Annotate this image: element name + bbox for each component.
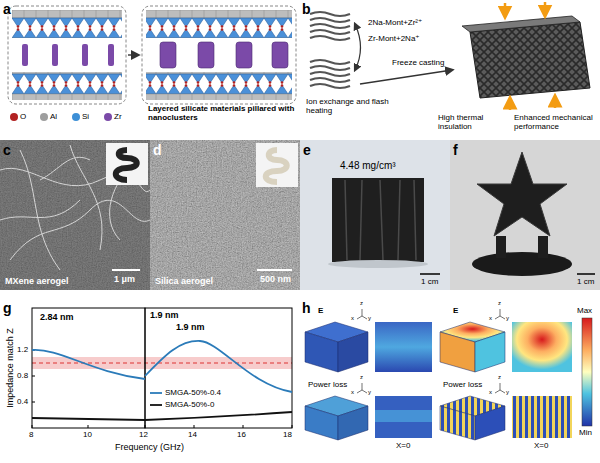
- scale-label: 1 cm: [421, 277, 438, 286]
- panel-letter: g: [3, 300, 12, 316]
- axis-letter: x: [351, 389, 354, 396]
- tick-label: 18: [283, 430, 292, 439]
- scale-label: 1 cm: [577, 277, 594, 286]
- colorbar-label: Min: [579, 428, 592, 437]
- legend-swatch: [40, 113, 48, 121]
- tick-label: 8: [29, 430, 33, 439]
- legend-item: Al: [40, 112, 57, 121]
- tick-label: 14: [188, 430, 197, 439]
- axis-letter: z: [360, 374, 363, 381]
- axis-letter: y: [506, 389, 509, 396]
- scale-label: 500 nm: [260, 274, 291, 284]
- legend-text: SMGA-50%-0.4: [165, 388, 221, 397]
- reaction-text: Zr-Mont+2Na⁺: [368, 34, 420, 43]
- panel-letter: c: [3, 142, 11, 158]
- legend-text: Si: [82, 112, 89, 121]
- tick-label: 10: [83, 430, 92, 439]
- axis-letter: x: [351, 315, 354, 322]
- field-label: E: [453, 306, 458, 315]
- colorbar-label: Max: [577, 306, 592, 315]
- legend-item: O: [10, 112, 26, 121]
- legend-swatch: [72, 113, 80, 121]
- panel-letter: e: [303, 142, 311, 158]
- legend-swatch: [104, 113, 112, 121]
- image-label: MXene aerogel: [5, 276, 69, 286]
- axis-letter: z: [498, 300, 501, 307]
- tick-label: 16: [237, 430, 246, 439]
- density-label: 4.48 mg/cm³: [340, 160, 396, 172]
- axis-letter: y: [506, 315, 509, 322]
- legend-text: SMGA-50%-0: [165, 400, 214, 409]
- axis-letter: x: [489, 389, 492, 396]
- step-label: Freeze casting: [392, 58, 444, 67]
- reaction-text: 2Na-Mont+Zr²⁺: [368, 18, 422, 27]
- legend-swatch: [10, 113, 18, 121]
- axis-letter: y: [368, 315, 371, 322]
- legend-item: Zr: [104, 112, 122, 121]
- legend-text: Al: [50, 112, 57, 121]
- axis-title: Frequency (GHz): [115, 442, 184, 452]
- tick-label: 0.8: [17, 371, 28, 380]
- property-label: Enhanced mechanical performance: [514, 113, 598, 131]
- axis-letter: z: [360, 300, 363, 307]
- step-label: Ion exchange and flash heating: [306, 97, 401, 115]
- axis-letter: x: [489, 315, 492, 322]
- tick-label: 0.4: [17, 397, 28, 406]
- panel-letter: d: [153, 142, 162, 158]
- annotation: 1.9 nm: [150, 310, 179, 320]
- panel-letter: a: [3, 1, 11, 17]
- slice-label: X=0: [396, 441, 410, 450]
- legend-item: Si: [72, 112, 89, 121]
- field-label: Power loss: [443, 380, 482, 389]
- axis-title: Impedance match Z: [5, 328, 15, 408]
- panel-letter: h: [302, 300, 311, 316]
- tick-label: 1.2: [17, 345, 28, 354]
- field-label: E: [318, 306, 323, 315]
- image-label: Silica aerogel: [155, 276, 213, 286]
- caption-text: Layered silicate materials pillared with…: [148, 104, 298, 122]
- scale-label: 1 μm: [114, 274, 135, 284]
- field-label: Power loss: [308, 380, 347, 389]
- property-label: High thermal insulation: [438, 113, 508, 131]
- axis-letter: z: [498, 374, 501, 381]
- legend-text: O: [20, 112, 26, 121]
- panel-letter: f: [453, 142, 458, 158]
- annotation: 2.84 nm: [40, 312, 74, 322]
- axis-letter: y: [368, 389, 371, 396]
- legend-text: Zr: [114, 112, 122, 121]
- panel-letter: b: [302, 1, 311, 17]
- annotation: 1.9 nm: [176, 322, 205, 332]
- slice-label: X=0: [534, 441, 548, 450]
- tick-label: 12: [139, 430, 148, 439]
